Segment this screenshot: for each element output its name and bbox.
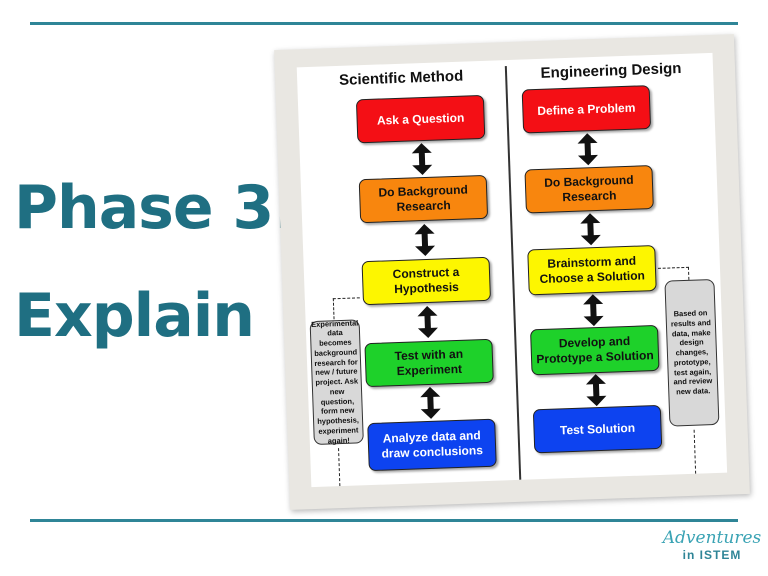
double-arrow-icon: [420, 386, 441, 419]
double-arrow-icon: [417, 305, 438, 338]
feedback-line: [338, 448, 341, 487]
brand-subtitle: in ISTEM: [682, 547, 742, 562]
bottom-divider: [30, 519, 738, 522]
double-arrow-icon: [580, 213, 601, 246]
feedback-line: [657, 266, 690, 281]
step-define-problem: Define a Problem: [521, 85, 652, 134]
diagram-sheet: Scientific Method Engineering Design Ask…: [296, 52, 728, 488]
double-arrow-icon: [411, 143, 433, 176]
engineering-design-title: Engineering Design: [540, 59, 682, 82]
diagram-photo: Scientific Method Engineering Design Ask…: [274, 34, 750, 510]
double-arrow-icon: [583, 294, 604, 327]
scientific-method-title: Scientific Method: [338, 67, 464, 89]
step-construct-hypothesis: Construct a Hypothesis: [361, 256, 491, 306]
double-arrow-icon: [414, 224, 436, 257]
brand-logo: Adventures in ISTEM: [662, 528, 762, 562]
double-arrow-icon: [585, 374, 607, 407]
double-arrow-icon: [577, 133, 598, 166]
step-test-experiment: Test with an Experiment: [364, 338, 494, 388]
step-background-research: Do Background Research: [358, 174, 489, 224]
scientific-feedback-note: Experimental data becomes background res…: [309, 318, 364, 445]
engineering-feedback-note: Based on results and data, make design c…: [664, 278, 720, 427]
phase-subtitle: Explain: [14, 281, 255, 351]
step-analyze-data: Analyze data and draw conclusions: [367, 418, 497, 472]
column-divider: [504, 66, 522, 480]
step-develop-prototype: Develop and Prototype a Solution: [530, 324, 660, 376]
step-ask-question: Ask a Question: [355, 94, 486, 144]
step-eng-background-research: Do Background Research: [524, 165, 654, 214]
brand-script: Adventures: [662, 528, 762, 548]
feedback-line: [693, 429, 697, 474]
step-test-solution: Test Solution: [532, 404, 663, 454]
phase-title: Phase 3:: [14, 173, 297, 243]
feedback-line: [332, 297, 361, 320]
top-divider: [30, 22, 738, 25]
step-brainstorm-solution: Brainstorm and Choose a Solution: [527, 244, 657, 296]
